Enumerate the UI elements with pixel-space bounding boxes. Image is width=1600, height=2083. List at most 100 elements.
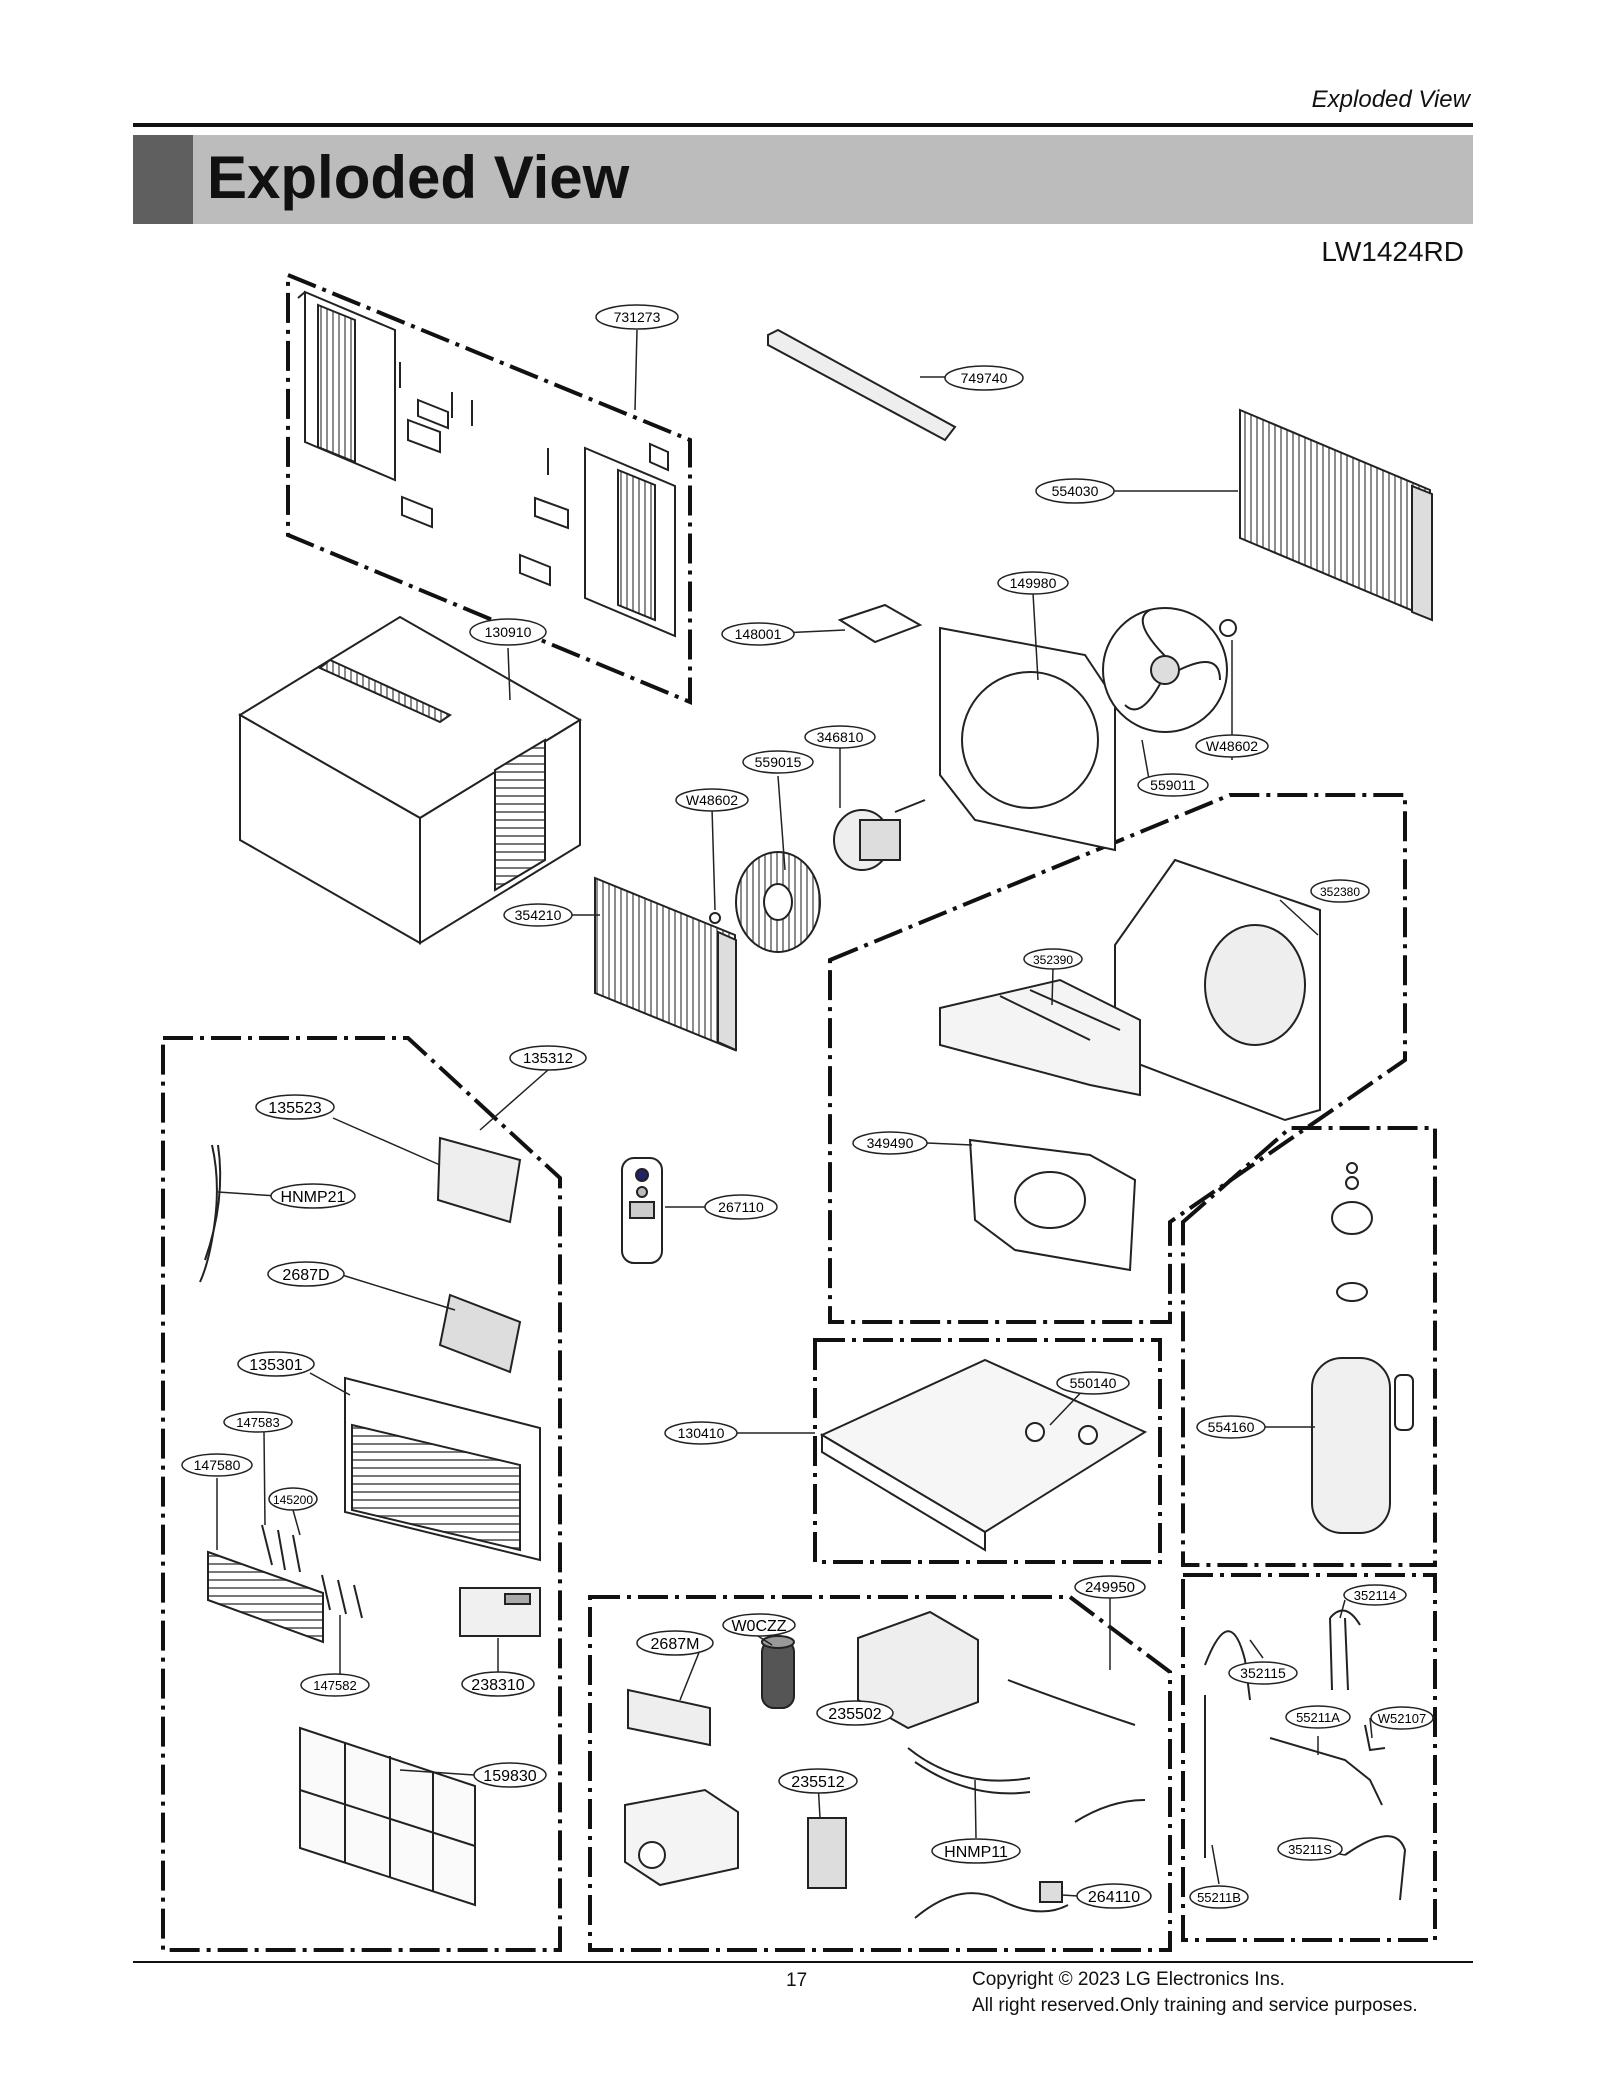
callout-352114-label: 352114 <box>1354 1588 1396 1603</box>
air-guide <box>968 1138 1137 1272</box>
callout-235512: 235512 <box>778 1768 858 1794</box>
fan-shroud <box>939 626 1116 852</box>
air-filter <box>299 1726 476 1907</box>
callout-554160: 554160 <box>1196 1415 1266 1439</box>
callout-148001: 148001 <box>721 622 795 646</box>
callout-W0CZZ: W0CZZ <box>722 1613 796 1637</box>
callout-159830-label: 159830 <box>483 1768 536 1785</box>
sensor-wires <box>1007 1679 1146 1823</box>
power-cord-264110 <box>914 1881 1069 1919</box>
scroll-housing <box>1114 858 1321 1122</box>
condenser-coil <box>594 876 737 1052</box>
model-number: LW1424RD <box>1321 236 1464 267</box>
callout-148001-label: 148001 <box>735 626 782 642</box>
leader-lines <box>216 329 1373 1897</box>
boundary-control <box>161 1036 562 1952</box>
callout-352114: 352114 <box>1343 1584 1407 1606</box>
control-box-cover <box>436 1136 522 1224</box>
callout-2687M-label: 2687M <box>651 1636 700 1653</box>
evaporator-coil <box>1239 408 1433 622</box>
callout-235502-label: 235502 <box>828 1706 881 1723</box>
callout-352380-label: 352380 <box>1320 885 1360 899</box>
callout-550140-label: 550140 <box>1070 1375 1117 1391</box>
header-rule <box>133 123 1473 127</box>
window-brackets <box>399 362 669 587</box>
callout-238310-label: 238310 <box>471 1677 524 1694</box>
callout-135312: 135312 <box>509 1045 587 1071</box>
callout-2687D-label: 2687D <box>282 1267 329 1284</box>
page-number: 17 <box>786 1970 808 1991</box>
callout-559011-label: 559011 <box>1150 777 1196 793</box>
page-title: Exploded View <box>207 144 630 211</box>
curtain-panel-right <box>584 446 676 638</box>
tube-assemblies <box>1204 1609 1407 1901</box>
boundary-window-kit <box>286 272 692 705</box>
callout-352115-label: 352115 <box>1240 1665 1286 1681</box>
filter-frame <box>939 978 1141 1097</box>
callout-147583-label: 147583 <box>236 1415 279 1430</box>
callout-550140: 550140 <box>1056 1371 1130 1395</box>
callout-559015-label: 559015 <box>755 754 802 770</box>
front-grille <box>344 1376 541 1562</box>
boundary-base-pan <box>813 1338 1162 1564</box>
callout-135301-label: 135301 <box>249 1357 302 1374</box>
callout-35211S: 35211S <box>1277 1837 1343 1861</box>
part-drawings <box>199 290 1433 1919</box>
callout-559015: 559015 <box>742 750 814 774</box>
callout-HNMP11-label: HNMP11 <box>944 1844 1008 1861</box>
callout-147580: 147580 <box>181 1453 253 1477</box>
copyright-line-1: Copyright © 2023 LG Electronics Ins. <box>972 1969 1285 1990</box>
callout-346810: 346810 <box>804 725 876 749</box>
callout-W48602-motor-label: W48602 <box>686 792 738 808</box>
callout-149980-label: 149980 <box>1010 575 1057 591</box>
callout-135312-label: 135312 <box>523 1050 573 1067</box>
callout-55211B-label: 55211B <box>1197 1890 1241 1905</box>
callout-731273: 731273 <box>595 304 679 330</box>
copyright-line-2: All right reserved.Only training and ser… <box>972 1995 1418 2016</box>
callout-554030: 554030 <box>1035 478 1115 504</box>
callout-135523: 135523 <box>255 1094 335 1120</box>
callout-55211A-label: 55211A <box>1296 1710 1340 1725</box>
louver-147580 <box>207 1550 324 1644</box>
callout-149980: 149980 <box>997 571 1069 595</box>
callout-349490: 349490 <box>852 1131 928 1155</box>
boundary-tubes <box>1181 1573 1437 1942</box>
curtain-panel-left <box>297 290 396 482</box>
section-header-label: Exploded View <box>1311 86 1470 113</box>
boundary-indoor-duct <box>828 793 1407 1324</box>
callout-HNMP11: HNMP11 <box>931 1838 1021 1864</box>
callout-267110-label: 267110 <box>718 1199 764 1215</box>
callout-130410: 130410 <box>664 1421 738 1445</box>
boundary-compressor <box>1181 1126 1437 1567</box>
callout-W48602-fan-label: W48602 <box>1206 738 1258 754</box>
callout-147580-label: 147580 <box>194 1457 241 1473</box>
callout-W48602-fan: W48602 <box>1195 734 1269 758</box>
blower-clip <box>709 912 721 924</box>
callout-352390-label: 352390 <box>1033 953 1073 967</box>
callout-249950: 249950 <box>1074 1575 1146 1599</box>
main-pcb-2687D <box>438 1293 522 1374</box>
callout-HNMP21: HNMP21 <box>270 1183 356 1209</box>
callout-W48602-motor: W48602 <box>675 788 749 812</box>
callout-352115: 352115 <box>1228 1661 1298 1685</box>
callout-159830: 159830 <box>473 1762 547 1788</box>
callout-W52107: W52107 <box>1370 1706 1434 1730</box>
callout-349490-label: 349490 <box>867 1135 914 1151</box>
callout-2687M: 2687M <box>636 1630 714 1656</box>
group-boundaries <box>161 272 1437 1952</box>
callout-238310: 238310 <box>461 1671 535 1697</box>
motor-mount <box>837 603 923 644</box>
callout-354210-label: 354210 <box>515 907 562 923</box>
callout-559011: 559011 <box>1137 773 1209 797</box>
callout-145200: 145200 <box>268 1487 318 1511</box>
fan-motor <box>833 799 926 871</box>
fan-clip <box>1219 619 1237 637</box>
callout-249950-label: 249950 <box>1085 1579 1135 1596</box>
callout-235502: 235502 <box>816 1700 894 1726</box>
control-box-235512 <box>624 1788 847 1889</box>
louver-link-147582 <box>321 1574 363 1619</box>
callout-554030-label: 554030 <box>1052 483 1099 499</box>
callout-235512-label: 235512 <box>791 1774 844 1791</box>
callout-264110: 264110 <box>1076 1883 1152 1909</box>
banner-tab <box>133 135 193 224</box>
